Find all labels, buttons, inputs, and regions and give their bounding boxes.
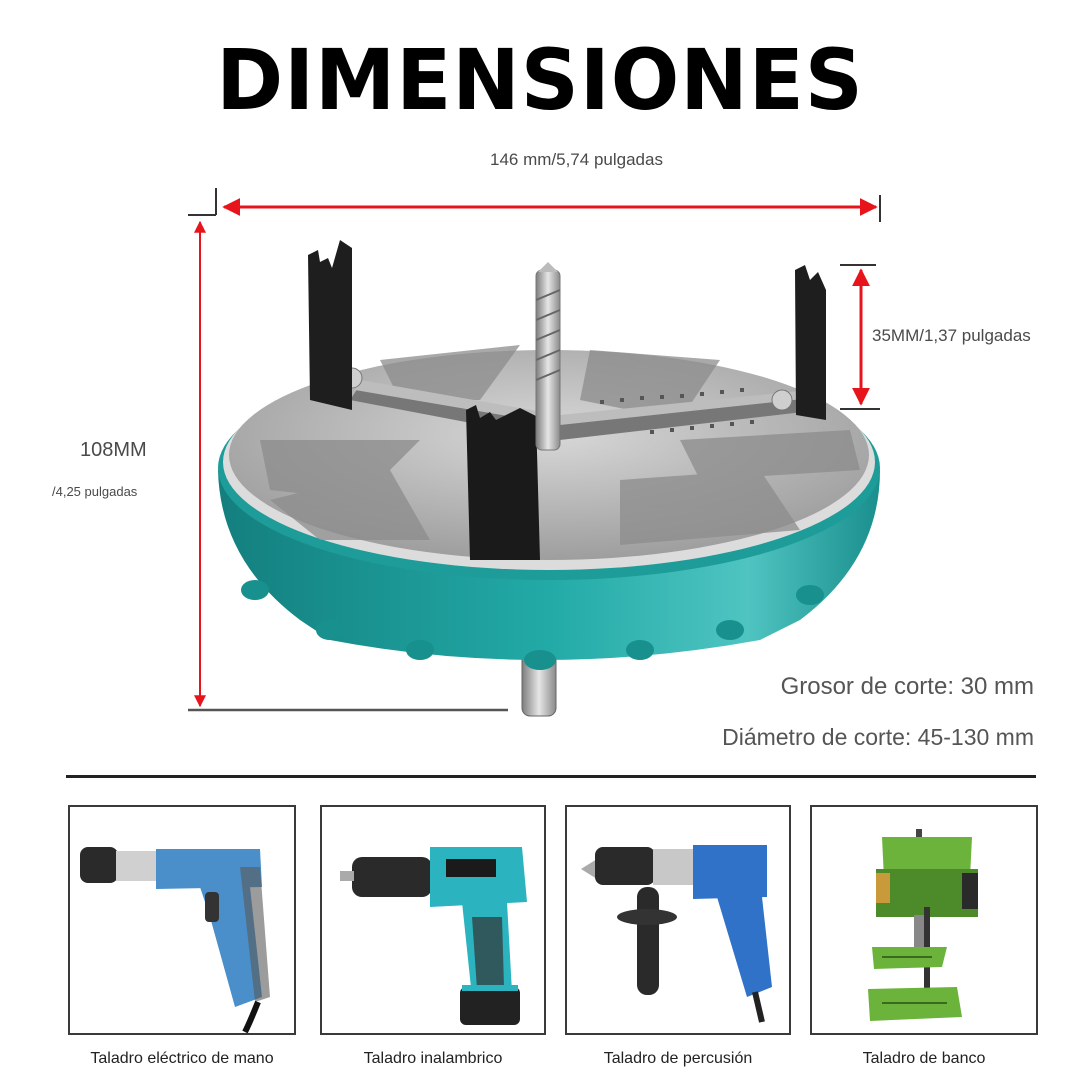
cut-diameter-spec: Diámetro de corte: 45-130 mm xyxy=(722,724,1034,750)
page-title: DIMENSIONES xyxy=(216,31,864,129)
drill-press-icon xyxy=(868,829,978,1021)
height-dimension-in-label: /4,25 pulgadas xyxy=(52,484,138,499)
tool-card-drill-press xyxy=(810,805,1038,1035)
cordless-drill-icon xyxy=(340,847,527,1025)
width-dimension-label: 146 mm/5,74 pulgadas xyxy=(490,150,663,169)
section-divider xyxy=(66,775,1036,778)
tool-card-hammer-drill xyxy=(565,805,791,1035)
tool-card-cordless-drill xyxy=(320,805,546,1035)
width-arrow xyxy=(188,188,881,222)
adjustable-hole-saw-image xyxy=(218,240,880,717)
corded-drill-icon xyxy=(80,847,270,1033)
product-diagram xyxy=(188,188,881,717)
blade-height-arrow xyxy=(840,264,880,410)
tool-card-corded-drill xyxy=(68,805,296,1035)
height-dimension-mm-label: 108MM xyxy=(80,439,147,461)
tool-caption-hammer-drill: Taladro de percusión xyxy=(603,1050,753,1067)
blade-height-label: 35MM/1,37 pulgadas xyxy=(872,326,1031,345)
height-arrow xyxy=(188,220,508,712)
cut-thickness-spec: Grosor de corte: 30 mm xyxy=(780,673,1034,700)
tool-caption-drill-press: Taladro de banco xyxy=(862,1050,986,1067)
tool-caption-cordless-drill: Taladro inalambrico xyxy=(363,1050,503,1067)
tool-caption-corded-drill: Taladro eléctrico de mano xyxy=(90,1050,274,1067)
hammer-drill-icon xyxy=(581,845,772,1023)
